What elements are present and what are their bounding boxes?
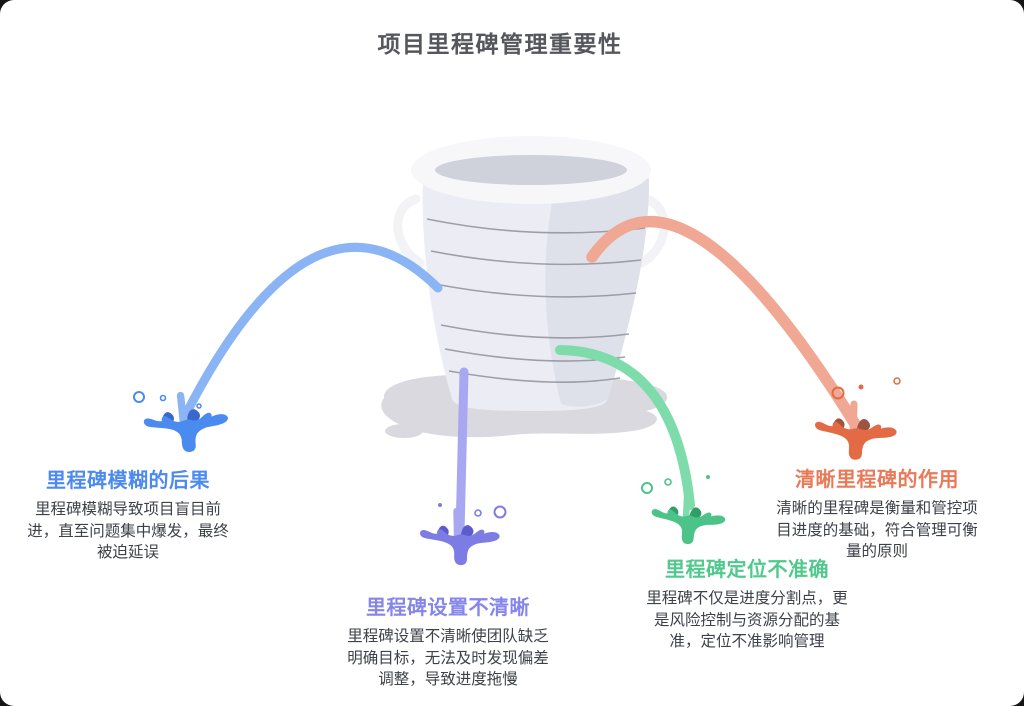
blue-bubbles	[133, 391, 202, 409]
purple-stream	[455, 367, 469, 538]
section-body: 里程碑不仅是进度分割点，更是风险控制与资源分配的基准，定位不准影响管理	[646, 590, 848, 651]
section-clear-milestone-role: 清晰里程碑的作用 清晰的里程碑是衡量和管控项目进度的基础，符合管理可衡量的原则	[774, 463, 980, 563]
section-body: 清晰的里程碑是衡量和管控项目进度的基础，符合管理可衡量的原则	[776, 500, 978, 561]
green-arc	[555, 345, 695, 510]
section-body: 里程碑模糊导致项目盲目前进，直至问题集中爆发，最终被迫延误	[27, 501, 229, 562]
red-splash	[813, 377, 901, 462]
section-inaccurate-milestone-positioning: 里程碑定位不准确 里程碑不仅是进度分割点，更是风险控制与资源分配的基准，定位不准…	[644, 553, 850, 653]
bucket-water-surface	[435, 155, 627, 185]
section-title: 里程碑模糊的后果	[46, 470, 210, 492]
green-bubbles	[641, 475, 710, 494]
purple-splash	[420, 503, 507, 565]
section-blurred-milestone-consequence: 里程碑模糊的后果 里程碑模糊导致项目盲目前进，直至问题集中爆发，最终被迫延误	[25, 464, 231, 564]
green-splash	[641, 475, 727, 547]
section-unclear-milestone-setting: 里程碑设置不清晰 里程碑设置不清晰使团队缺乏明确目标，无法及时发现偏差调整，导致…	[345, 591, 551, 691]
section-title: 里程碑定位不准确	[665, 559, 829, 581]
page-title: 项目里程碑管理重要性	[377, 31, 623, 57]
blue-splash	[133, 391, 231, 456]
red-bubbles	[831, 377, 901, 400]
blue-arc	[181, 242, 443, 419]
section-title: 清晰里程碑的作用	[795, 469, 959, 491]
red-arc	[586, 215, 861, 430]
purple-bubbles	[438, 503, 507, 519]
section-body: 里程碑设置不清晰使团队缺乏明确目标，无法及时发现偏差调整，导致进度拖慢	[347, 628, 549, 689]
section-title: 里程碑设置不清晰	[366, 597, 530, 619]
bucket-handle-left	[393, 194, 425, 268]
